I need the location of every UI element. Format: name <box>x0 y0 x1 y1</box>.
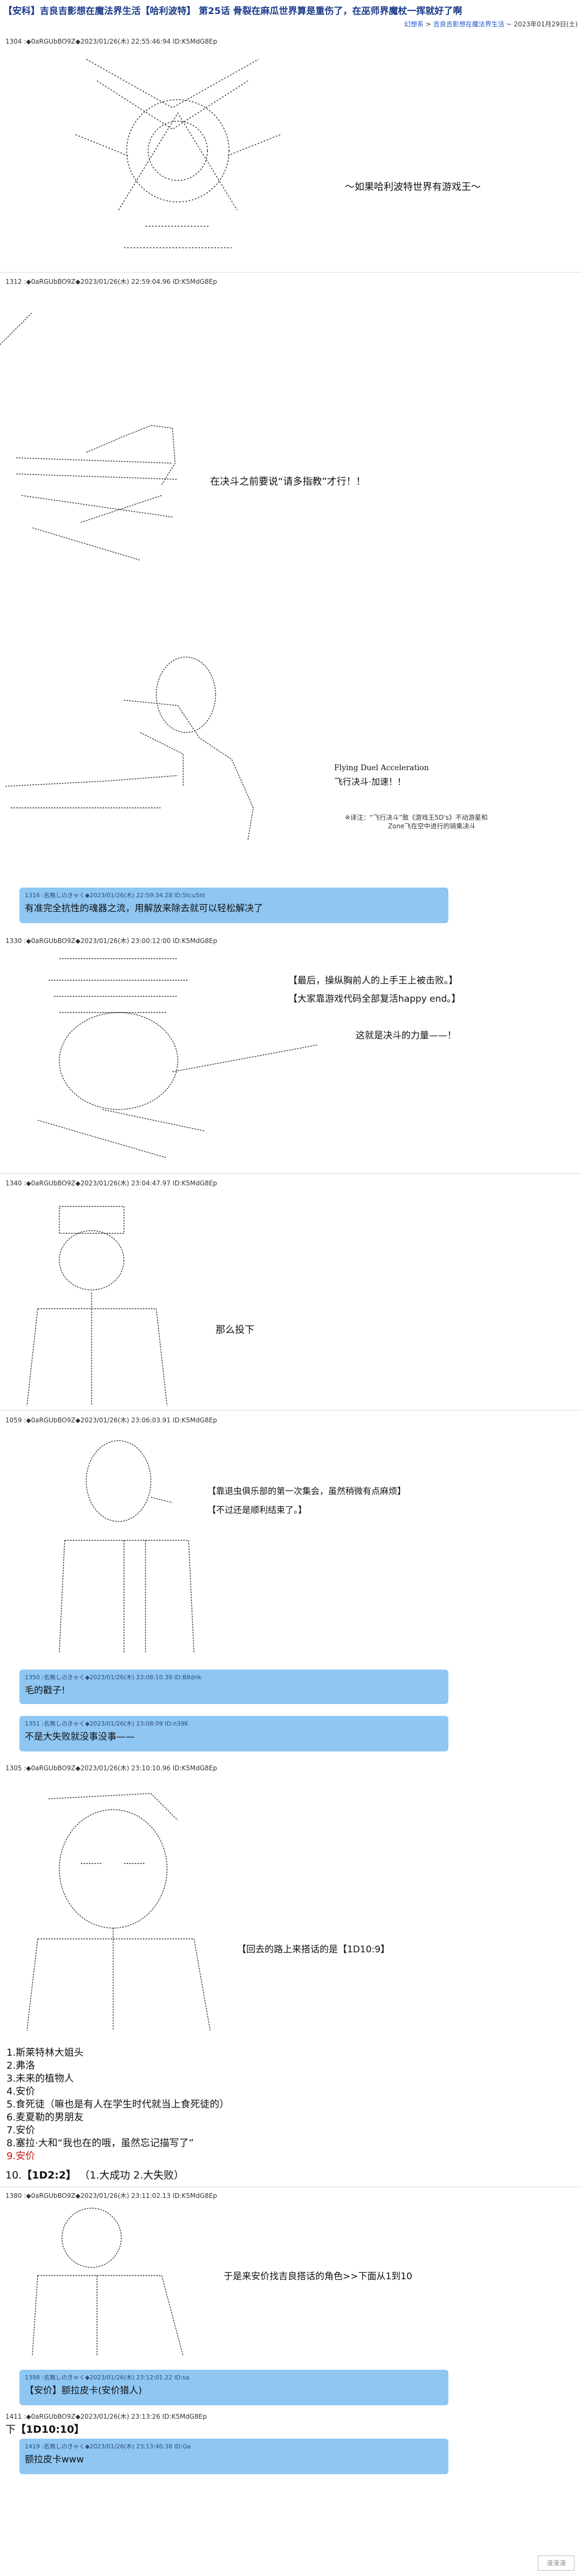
page-header: 【安科】吉良吉影想在魔法界生活【哈利波特】 第25话 骨裂在麻瓜世界算是重伤了，… <box>0 0 582 32</box>
choice-item-5: 5.食死徒（嘛也是有人在学生时代就当上食死徒的） <box>6 2099 230 2110</box>
breadcrumb-date: ~ 2023年01月29日(土) <box>504 20 578 28</box>
breadcrumb: 幻想系 > 吉良吉影想在魔法界生活 ~ 2023年01月29日(土) <box>404 19 578 29</box>
ascii-art-flying-duel <box>5 657 254 841</box>
comment-meta: 1419 :名無しのきゃく◆2023/01/26(木) 23:13:40.38 … <box>25 2443 191 2450</box>
site-watermark: 漫漫漫 <box>538 2556 574 2571</box>
comment-1351: 1351 :名無しのきゃく◆2023/01/26(木) 23:08:09 ID:… <box>19 1716 448 1751</box>
final-roll-prefix: 下 <box>5 2424 16 2435</box>
post-meta-1411: 1411 :◆0aRGUbBO9Z◆2023/01/26(木) 23:13:26… <box>5 2413 207 2420</box>
breadcrumb-separator: > <box>424 20 433 28</box>
choice-item-3: 3.未来的植物人 <box>6 2073 74 2084</box>
translator-note-line-2: Zone飞在空中进行的骑乘决斗 <box>388 822 476 830</box>
post-text-1059-a: 【靠退虫俱乐部的第一次集会，虽然稍微有点麻烦】 <box>207 1486 406 1496</box>
post-text-1305: 【回去的路上来搭话的是【1D10:9】 <box>237 1944 390 1955</box>
post-text-fda-en: Flying Duel Acceleration <box>334 764 429 772</box>
separator <box>0 272 582 273</box>
choice-item-4: 4.安价 <box>6 2086 36 2097</box>
ascii-art-duelist <box>0 312 178 561</box>
translator-note: ※译注：“飞行决斗”致《游戏王5D's》不动游星和 Zone飞在空中进行的骑乘决… <box>345 813 488 830</box>
post-meta-1304: 1304 :◆0aRGUbBO9Z◆2023/01/26(木) 22:55:46… <box>5 38 217 45</box>
choice-item-9-selected: 9.安价 <box>6 2151 36 2162</box>
ascii-art-man-standing <box>26 1206 168 1406</box>
comment-meta: 1316 :名無しのきゃく◆2023/01/26(木) 22:59:34.28 … <box>25 892 205 899</box>
ascii-art-boy <box>26 1793 211 2031</box>
choice-item-1: 1.斯莱特林大姐头 <box>6 2047 84 2058</box>
post-text-1312: 在决斗之前要说“请多指教”才行！！ <box>210 476 366 487</box>
comment-meta: 1398 :名無しのきゃく◆2023/01/26(木) 23:12:01.22 … <box>25 2374 190 2381</box>
dice-roll-line: 10.【1D2:2】 （1.大成功 2.大失败） <box>5 2167 184 2182</box>
comment-meta: 1350 :名無しのきゃく◆2023/01/26(木) 23:08:10.39 … <box>25 1674 202 1681</box>
post-text-fda-zh: 飞行决斗·加速！！ <box>334 777 406 787</box>
dice-roll-result: 【1D2:2】 <box>22 2169 77 2181</box>
comment-text: 【安价】额拉皮卡(安价猎人) <box>25 2385 142 2396</box>
choice-list: 1.斯莱特林大姐头 2.弗洛 3.未来的植物人 4.安价 5.食死徒（嘛也是有人… <box>6 2047 229 2163</box>
post-text-1340: 那么投下 <box>216 1324 254 1336</box>
post-meta-1305: 1305 :◆0aRGUbBO9Z◆2023/01/26(木) 23:10:10… <box>5 1764 217 1772</box>
post-text-1330-c: 这就是决斗的力量——！ <box>356 1030 456 1041</box>
dice-roll-prefix: 10. <box>5 2169 22 2181</box>
breadcrumb-root-link[interactable]: 幻想系 <box>404 20 424 28</box>
post-meta-1312: 1312 :◆0aRGUbBO9Z◆2023/01/26(木) 22:59:04… <box>5 278 217 285</box>
post-text-1330-b: 【大家靠游戏代码全部复活happy end。】 <box>288 994 461 1004</box>
post-text-1330-a: 【最后，操纵胸前人的上手王上被击败。】 <box>288 975 458 986</box>
post-meta-1380: 1380 :◆0aRGUbBO9Z◆2023/01/26(木) 23:11:02… <box>5 2192 217 2200</box>
post-text-1304: ～如果哈利波特世界有游戏王～ <box>345 181 481 193</box>
dice-roll-legend: （1.大成功 2.大失败） <box>79 2169 184 2181</box>
comment-text: 毛的戳子! <box>25 1685 65 1696</box>
choice-item-2: 2.弗洛 <box>6 2060 36 2071</box>
ascii-art-man-portrait <box>59 1440 195 1654</box>
post-text-1059-b: 【不过还是顺利结束了。】 <box>207 1505 307 1515</box>
separator <box>0 1173 582 1174</box>
ascii-art-man-waist <box>32 2208 184 2357</box>
ascii-art-emblem <box>75 59 281 248</box>
post-text-1380: 于是来安价找吉良搭话的角色>>下面从1到10 <box>224 2271 412 2282</box>
comment-1316: 1316 :名無しのきゃく◆2023/01/26(木) 22:59:34.28 … <box>19 888 448 923</box>
translator-note-line-1: ※译注：“飞行决斗”致《游戏王5D's》不动游星和 <box>345 814 488 821</box>
breadcrumb-series-link[interactable]: 吉良吉影想在魔法界生活 <box>433 20 504 28</box>
comment-1350: 1350 :名無しのきゃく◆2023/01/26(木) 23:08:10.39 … <box>19 1670 448 1704</box>
final-roll-result: 【1D10:10】 <box>16 2424 85 2435</box>
choice-item-7: 7.安价 <box>6 2125 36 2136</box>
separator <box>0 1410 582 1411</box>
final-roll-line: 下【1D10:10】 <box>5 2421 85 2436</box>
comment-text: 额拉皮卡www <box>25 2454 84 2465</box>
post-meta-1340: 1340 :◆0aRGUbBO9Z◆2023/01/26(木) 23:04:47… <box>5 1179 217 1187</box>
choice-item-8: 8.塞拉·大和“我也在的哦，虽然忘记描写了” <box>6 2138 194 2149</box>
comment-1398: 1398 :名無しのきゃく◆2023/01/26(木) 23:12:01.22 … <box>19 2370 448 2405</box>
ascii-art-yugi <box>37 958 318 1158</box>
choice-item-6: 6.麦夏勒的男朋友 <box>6 2112 84 2123</box>
page-title: 【安科】吉良吉影想在魔法界生活【哈利波特】 第25话 骨裂在麻瓜世界算是重伤了，… <box>3 6 462 17</box>
post-meta-1059: 1059 :◆0aRGUbBO9Z◆2023/01/26(木) 23:06:03… <box>5 1416 217 1424</box>
post-meta-1330: 1330 :◆0aRGUbBO9Z◆2023/01/26(木) 23:00:12… <box>5 937 217 945</box>
comment-text: 不是大失败就没事没事—— <box>25 1732 135 1742</box>
comment-meta: 1351 :名無しのきゃく◆2023/01/26(木) 23:08:09 ID:… <box>25 1720 189 1727</box>
comment-1419: 1419 :名無しのきゃく◆2023/01/26(木) 23:13:40.38 … <box>19 2439 448 2474</box>
comment-text: 有准完全抗性的魂器之流，用解放来除去就可以轻松解决了 <box>25 903 263 914</box>
